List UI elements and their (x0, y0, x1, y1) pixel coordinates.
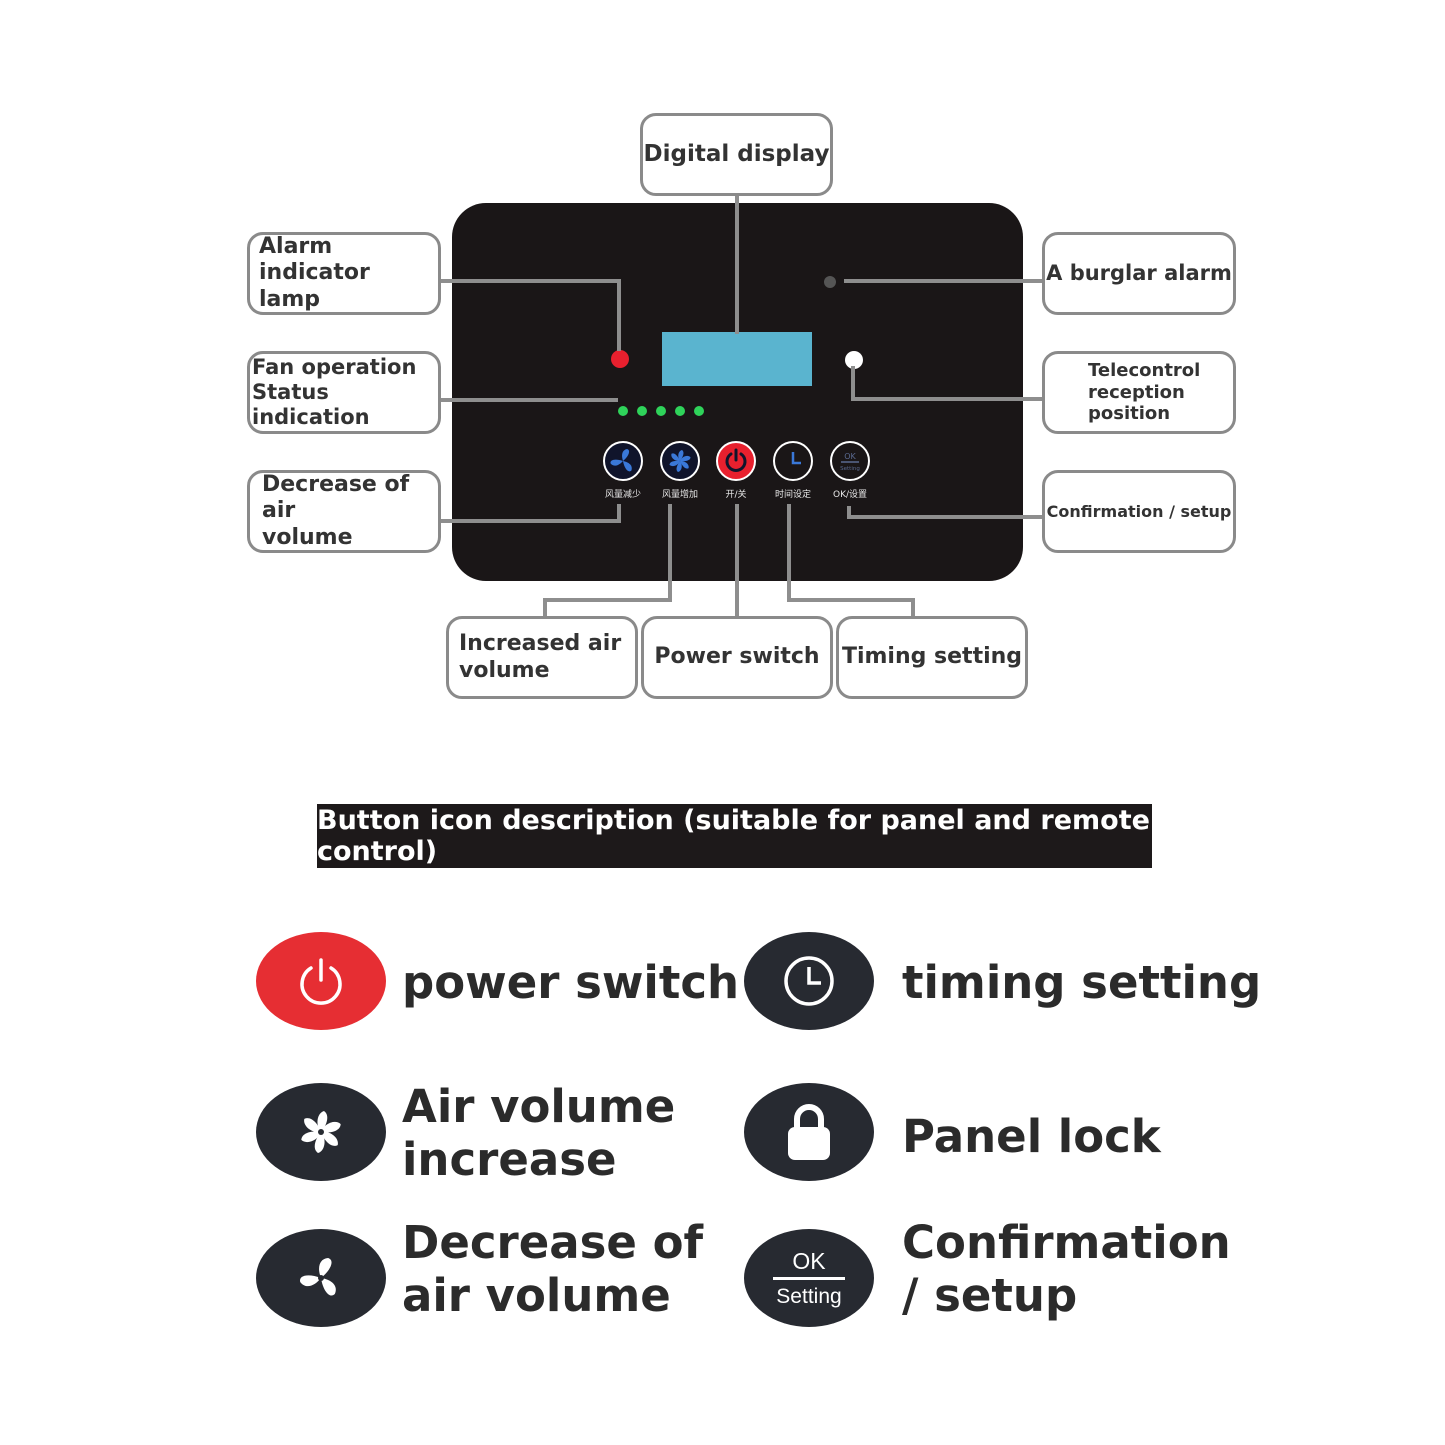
digital-display-screen (662, 332, 812, 386)
legend-air-increase-icon (256, 1083, 386, 1181)
callout-increase-air-text: Increased air volume (459, 631, 622, 683)
connector-decrease-v (617, 504, 621, 523)
callout-burglar-alarm: A burglar alarm (1042, 232, 1236, 315)
legend-confirmation-label: Confirmation / setup (902, 1216, 1231, 1323)
fan-decrease-icon (300, 1258, 336, 1296)
callout-decrease-air: Decrease of air volume (247, 470, 441, 553)
connector-increase-h (543, 598, 672, 602)
panel-label-increase: 风量增加 (661, 490, 698, 500)
panel-label-timing: 时间设定 (774, 490, 811, 500)
panel-label-power: 开/关 (725, 490, 747, 500)
status-led (675, 406, 685, 416)
ok-text: OK (792, 1247, 826, 1274)
callout-digital-display: Digital display (640, 113, 833, 196)
section-header: Button icon description (suitable for pa… (317, 804, 1152, 868)
legend-panel-lock-label: Panel lock (902, 1110, 1161, 1163)
fan-increase-icon (301, 1111, 341, 1153)
section-header-title: Button icon description (suitable for pa… (317, 805, 1150, 867)
callout-telecontrol: Telecontrol reception position (1042, 351, 1236, 434)
status-led (656, 406, 666, 416)
connector-power (735, 504, 739, 618)
connector-increase-v2 (543, 598, 547, 618)
setting-text: Setting (776, 1284, 842, 1308)
telecontrol-receiver (845, 351, 863, 369)
svg-text:OK: OK (844, 452, 856, 461)
connector-timing-v (787, 504, 791, 602)
callout-alarm-indicator: Alarm indicator lamp (247, 232, 441, 315)
connector-telecontrol-h (851, 397, 1044, 401)
panel-decrease-air-button[interactable] (603, 441, 643, 481)
clock-icon (791, 452, 801, 465)
power-icon (300, 958, 342, 1005)
callout-decrease-air-text: Decrease of air volume (262, 471, 410, 550)
legend-power-label: power switch (402, 956, 740, 1009)
legend-air-decrease-icon (256, 1229, 386, 1327)
status-led (637, 406, 647, 416)
callout-increase-air: Increased air volume (446, 616, 638, 699)
ok-setting-icon: OK Setting (840, 452, 860, 472)
legend-air-decrease-label: Decrease of air volume (402, 1216, 704, 1323)
callout-fan-status-text: Fan operation Status indication (252, 354, 417, 430)
status-led (618, 406, 628, 416)
callout-power-switch: Power switch (641, 616, 833, 699)
fan-increase-icon (669, 450, 691, 472)
legend-panel-lock-icon (744, 1083, 874, 1181)
svg-text:Setting: Setting (840, 466, 860, 472)
panel-increase-air-button[interactable] (660, 441, 700, 481)
panel-label-ok: OK/设置 (832, 490, 868, 500)
callout-fan-status: Fan operation Status indication (247, 351, 441, 434)
status-led (694, 406, 704, 416)
connector-confirm-v (847, 506, 851, 519)
alarm-indicator-lamp (611, 350, 629, 368)
legend-power-icon (256, 932, 386, 1030)
connector-alarm-v (617, 279, 621, 351)
panel-label-decrease: 风量减少 (604, 490, 641, 500)
panel-power-button[interactable] (716, 441, 756, 481)
connector-burglar (844, 279, 1044, 283)
legend-timing-icon (744, 932, 874, 1030)
legend-confirmation-icon: OK Setting (744, 1229, 874, 1327)
connector-increase-v (668, 504, 672, 602)
fan-decrease-icon (610, 449, 632, 472)
connector-timing-h (787, 598, 915, 602)
connector-telecontrol-v (851, 366, 855, 401)
connector-digital-display (735, 194, 739, 334)
connector-fan-status (440, 398, 618, 402)
callout-alarm-indicator-text: Alarm indicator lamp (259, 233, 370, 312)
clock-icon (784, 956, 834, 1006)
callout-digital-display-text: Digital display (643, 140, 830, 167)
callout-telecontrol-text: Telecontrol reception position (1088, 360, 1201, 425)
power-icon (725, 448, 747, 472)
callout-burglar-alarm-text: A burglar alarm (1046, 260, 1232, 285)
connector-alarm-h (440, 279, 621, 283)
connector-timing-v2 (911, 598, 915, 618)
connector-confirm-h (847, 515, 1044, 519)
callout-timing-setting-text: Timing setting (841, 644, 1023, 670)
ok-divider (773, 1276, 845, 1280)
callout-timing-setting: Timing setting (836, 616, 1028, 699)
legend-air-increase-label: Air volume increase (402, 1080, 676, 1187)
burglar-alarm-sensor (824, 276, 836, 288)
legend-timing-label: timing setting (902, 956, 1262, 1009)
callout-confirmation: Confirmation / setup (1042, 470, 1236, 553)
panel-timing-button[interactable] (773, 441, 813, 481)
callout-confirmation-text: Confirmation / setup (1046, 501, 1232, 521)
connector-decrease-h (440, 519, 621, 523)
callout-power-switch-text: Power switch (654, 644, 820, 670)
panel-ok-setting-button[interactable]: OK Setting (830, 441, 870, 481)
lock-icon (788, 1104, 830, 1160)
